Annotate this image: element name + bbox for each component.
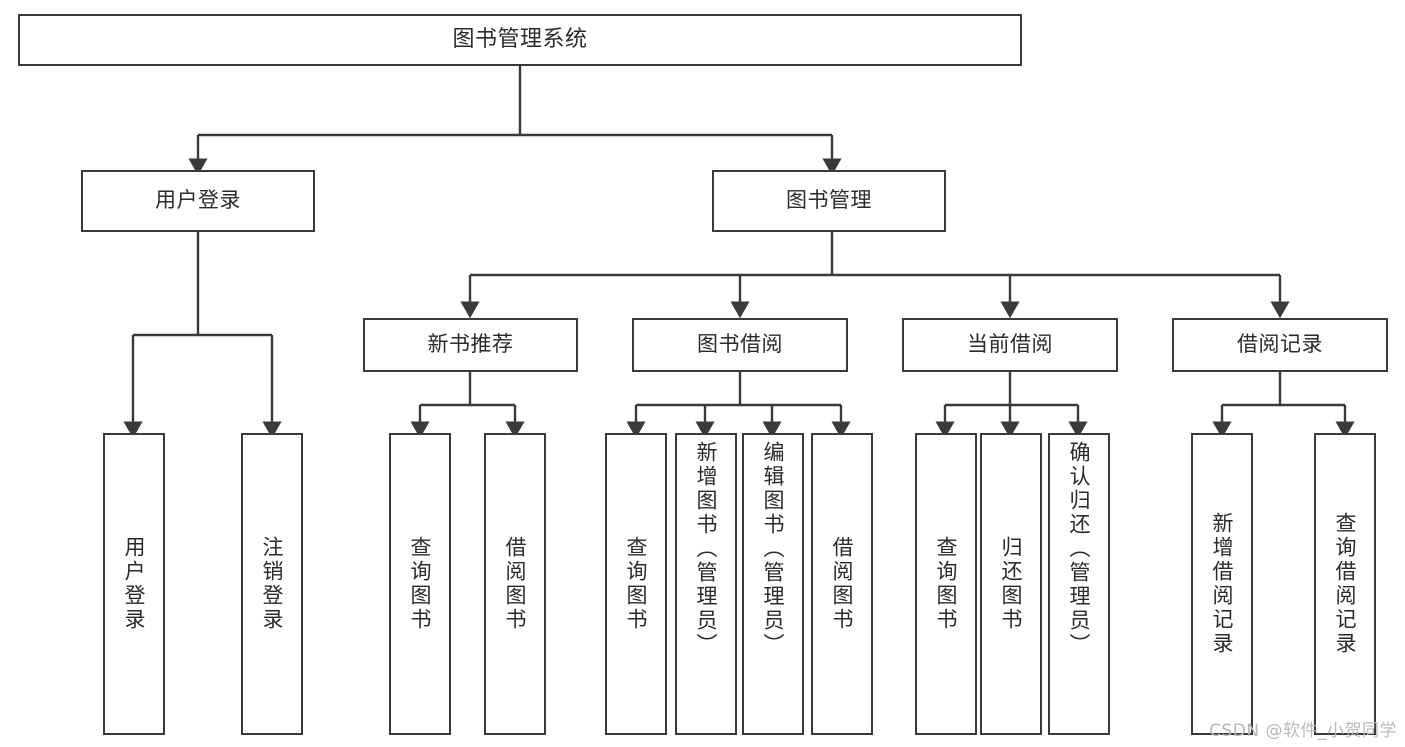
node-root[interactable]: 图书管理系统 <box>18 14 1022 66</box>
watermark: CSDN @软件_小贺同学 <box>1209 721 1397 741</box>
leaf-new-book-borrow[interactable]: 借阅图书 <box>484 433 546 735</box>
leaf-current-confirm-return-admin[interactable]: 确认归还（管理员） <box>1048 433 1110 735</box>
leaf-borrow-add-book-admin[interactable]: 新增图书（管理员） <box>675 433 737 735</box>
node-user-login[interactable]: 用户登录 <box>81 170 315 232</box>
leaf-record-query-record[interactable]: 查询借阅记录 <box>1314 433 1376 735</box>
leaf-user-login-login[interactable]: 用户登录 <box>103 433 165 735</box>
node-current-borrow[interactable]: 当前借阅 <box>902 318 1118 372</box>
node-book-management[interactable]: 图书管理 <box>712 170 946 232</box>
leaf-current-return-book[interactable]: 归还图书 <box>980 433 1042 735</box>
leaf-new-book-query[interactable]: 查询图书 <box>389 433 451 735</box>
leaf-current-query-book[interactable]: 查询图书 <box>915 433 977 735</box>
node-new-book-recommend[interactable]: 新书推荐 <box>363 318 578 372</box>
leaf-borrow-query-book[interactable]: 查询图书 <box>605 433 667 735</box>
node-borrow-record[interactable]: 借阅记录 <box>1172 318 1388 372</box>
leaf-borrow-edit-book-admin[interactable]: 编辑图书（管理员） <box>742 433 804 735</box>
leaf-record-add-record[interactable]: 新增借阅记录 <box>1191 433 1253 735</box>
node-book-borrow[interactable]: 图书借阅 <box>632 318 848 372</box>
leaf-borrow-borrow-book[interactable]: 借阅图书 <box>811 433 873 735</box>
leaf-user-login-logout[interactable]: 注销登录 <box>241 433 303 735</box>
